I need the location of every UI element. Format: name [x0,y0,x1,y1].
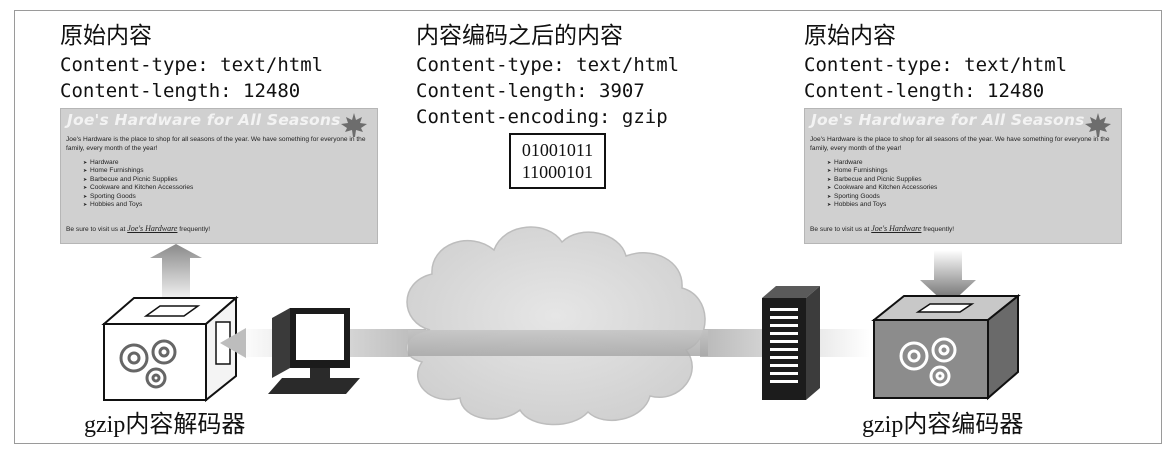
arrow-up-to-page [150,244,202,306]
binary-payload: 01001011 11000101 [509,133,606,189]
footer-link[interactable]: Joe's Hardware [127,224,178,233]
binary-line-1: 01001011 [521,140,594,160]
maple-leaf-icon [341,113,367,137]
webpage-thumbnail-right: Joe's Hardware for All Seasons Joe's Har… [804,108,1122,244]
webpage-paragraph: Joe's Hardware is the place to shop for … [810,136,1110,152]
monitor-icon [268,308,360,394]
list-item: Hobbies and Toys [827,201,937,210]
webpage-list: Hardware Home Furnishings Barbecue and P… [827,159,937,210]
footer-suffix: frequently! [179,226,211,233]
right-title: 原始内容 [804,23,896,49]
left-header: 原始内容 Content-type: text/html Content-len… [60,24,323,104]
encoder-box [871,293,1021,401]
middle-content-encoding: Content-encoding: gzip [416,106,668,129]
list-item: Cookware and Kitchen Accessories [827,184,937,193]
maple-leaf-icon [1085,113,1111,137]
binary-line-2: 11000101 [521,162,594,182]
decoder-box [101,295,246,403]
list-item: Sporting Goods [83,193,193,202]
left-content-type: Content-type: text/html [60,54,324,77]
decoder-label: gzip内容解码器 [84,412,246,438]
list-item: Hardware [827,159,937,168]
gear-icon [119,339,177,389]
list-item: Home Furnishings [83,167,193,176]
server-icon [762,286,820,400]
middle-title: 内容编码之后的内容 [416,23,623,49]
list-item: Home Furnishings [827,167,937,176]
right-content-length: Content-length: 12480 [804,80,1045,103]
footer-link[interactable]: Joe's Hardware [871,224,922,233]
right-content-type: Content-type: text/html [804,54,1068,77]
list-item: Cookware and Kitchen Accessories [83,184,193,193]
right-header: 原始内容 Content-type: text/html Content-len… [804,24,1067,104]
webpage-title: Joe's Hardware for All Seasons [67,111,341,129]
webpage-footer: Be sure to visit us at Joe's Hardware fr… [66,224,210,233]
webpage-title: Joe's Hardware for All Seasons [811,111,1085,129]
middle-header: 内容编码之后的内容 Content-type: text/html Conten… [416,24,679,130]
footer-suffix: frequently! [923,226,955,233]
left-title: 原始内容 [60,23,152,49]
footer-prefix: Be sure to visit us at [66,226,126,233]
footer-prefix: Be sure to visit us at [810,226,870,233]
webpage-footer: Be sure to visit us at Joe's Hardware fr… [810,224,954,233]
list-item: Barbecue and Picnic Supplies [827,176,937,185]
webpage-list: Hardware Home Furnishings Barbecue and P… [83,159,193,210]
list-item: Hobbies and Toys [83,201,193,210]
left-content-length: Content-length: 12480 [60,80,301,103]
middle-content-type: Content-type: text/html [416,54,680,77]
arrow-down-from-page [920,250,976,306]
list-item: Sporting Goods [827,193,937,202]
middle-content-length: Content-length: 3907 [416,80,645,103]
cloud-icon [405,226,708,426]
webpage-paragraph: Joe's Hardware is the place to shop for … [66,136,366,152]
encoder-label: gzip内容编码器 [862,412,1024,438]
gear-icon [899,337,957,387]
list-item: Hardware [83,159,193,168]
webpage-thumbnail-left: Joe's Hardware for All Seasons Joe's Har… [60,108,378,244]
list-item: Barbecue and Picnic Supplies [83,176,193,185]
